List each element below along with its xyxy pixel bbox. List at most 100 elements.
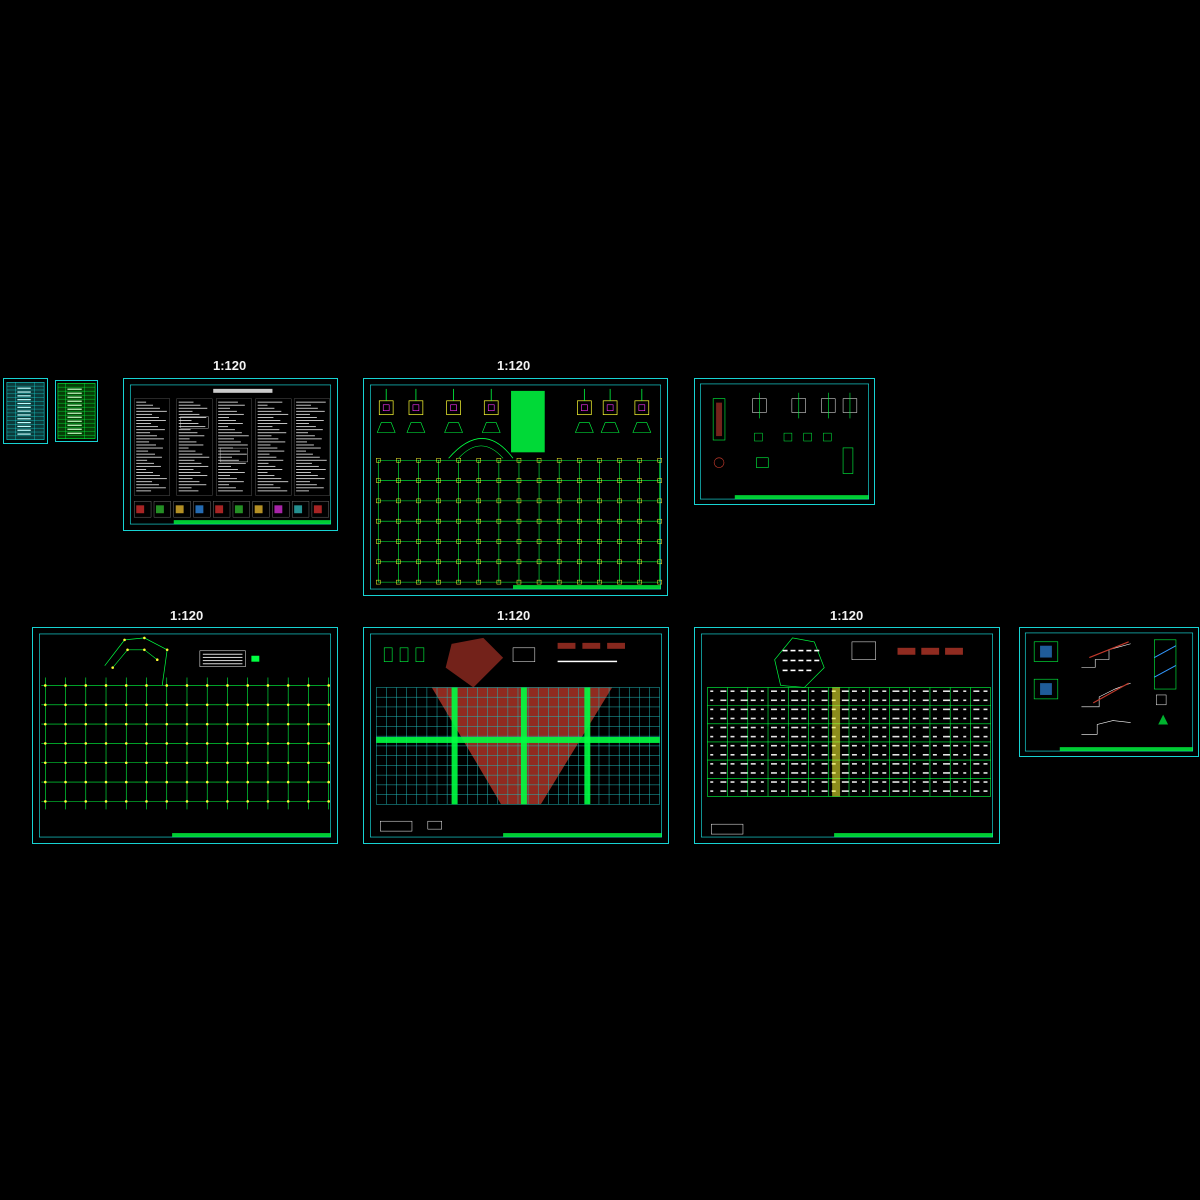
beam-label	[750, 744, 756, 747]
foundation-node	[556, 579, 562, 585]
beam-label	[791, 753, 799, 756]
column-layout-drawing	[39, 633, 331, 838]
beam-label	[730, 726, 735, 729]
notes-text-line	[218, 404, 245, 406]
curved-wing	[112, 649, 158, 668]
beam-label	[953, 690, 959, 693]
notes-text-line	[257, 420, 281, 421]
beam-label	[892, 717, 900, 720]
table-text	[17, 395, 31, 397]
table-text	[17, 414, 31, 416]
foundation-plan-sheet[interactable]	[363, 378, 668, 596]
beam-label	[730, 735, 735, 738]
beam-label	[862, 790, 866, 792]
beam-label	[872, 726, 879, 729]
stair-section	[1081, 720, 1131, 735]
beam-label	[720, 790, 727, 792]
foundation-node	[577, 579, 582, 585]
notes-text-line	[136, 447, 163, 449]
beam-label	[892, 763, 900, 765]
column-node	[327, 742, 330, 745]
foundation-node	[556, 539, 562, 544]
table-text	[67, 428, 82, 430]
notes-text-line	[218, 429, 235, 431]
notes-text-line	[296, 469, 326, 470]
stair-elevation-flight	[1154, 645, 1177, 678]
column-node	[185, 722, 189, 726]
notes-text-line	[136, 444, 156, 446]
column-node	[84, 761, 88, 765]
notes-thumbnail-fill	[215, 505, 224, 514]
beam-label	[791, 744, 799, 747]
beam-label	[740, 735, 748, 738]
column-node	[44, 780, 47, 784]
foundation-node	[516, 458, 522, 463]
beam-label	[841, 699, 849, 702]
notes-text-line	[178, 490, 199, 492]
scale-label-foundation-plan: 1:120	[497, 358, 531, 373]
footing-detail	[602, 400, 618, 416]
column-node	[266, 742, 270, 745]
notes-text-line	[136, 410, 167, 412]
notes-text-line	[296, 410, 325, 412]
beam-label	[902, 763, 908, 765]
notes-text-line	[178, 410, 193, 412]
notes-text-line	[218, 401, 238, 403]
beam-label	[902, 753, 908, 756]
column-node	[327, 722, 330, 726]
foundation-node	[657, 458, 662, 463]
beam-label	[912, 726, 916, 729]
column-node	[145, 780, 148, 784]
beam-label	[710, 781, 714, 783]
beam-label	[811, 781, 815, 783]
beam-label	[720, 735, 727, 738]
beam-label	[770, 717, 777, 720]
column-node	[44, 742, 47, 745]
notes-text-line	[296, 413, 310, 415]
footing-detail	[577, 400, 592, 416]
beam-label	[953, 735, 959, 738]
foundation-node	[476, 518, 481, 524]
stair-section	[1081, 643, 1131, 668]
column-layout-sheet[interactable]	[32, 627, 338, 844]
beam-label	[720, 772, 727, 774]
notes-column	[215, 398, 252, 496]
notes-text-line	[178, 456, 210, 458]
foundation-node	[456, 518, 461, 524]
foundation-node	[416, 518, 421, 524]
foundation-node	[376, 458, 381, 463]
beam-label	[872, 744, 879, 747]
beam-label	[740, 781, 748, 783]
beam-label	[902, 790, 908, 792]
notes-thumbnail	[134, 501, 152, 518]
general-notes-sheet[interactable]	[123, 378, 338, 531]
foundation-node	[556, 478, 562, 483]
beam-reinforcement-sheet[interactable]	[694, 627, 1000, 844]
slab-reinforcement-sheet[interactable]	[363, 627, 669, 844]
notes-text-line	[136, 432, 151, 434]
slab-section-detail	[399, 647, 409, 662]
column-node	[124, 800, 128, 803]
notes-text-line	[257, 459, 284, 461]
notes-text-line	[257, 435, 272, 437]
notes-text-line	[136, 475, 160, 477]
beam-label	[851, 772, 857, 774]
notes-thumbnail	[252, 501, 270, 518]
stair-details-sheet[interactable]	[1019, 627, 1199, 757]
beam-label	[902, 690, 908, 693]
column-details-sheet[interactable]	[694, 378, 875, 505]
beam-label	[851, 726, 857, 729]
drawing-index-sheet-2[interactable]	[55, 380, 98, 442]
foundation-node	[476, 559, 481, 565]
beam-label	[770, 726, 777, 729]
beam-label	[841, 744, 849, 747]
foundation-node	[396, 478, 401, 483]
drawing-index-sheet-1[interactable]	[3, 378, 48, 444]
notes-text-line	[296, 429, 323, 431]
foundation-node	[396, 498, 401, 504]
beam-label	[953, 772, 959, 774]
notes-thumbnail-fill	[175, 505, 184, 514]
beam-label	[862, 726, 866, 729]
column-node	[327, 800, 330, 803]
beam-label	[862, 781, 866, 783]
